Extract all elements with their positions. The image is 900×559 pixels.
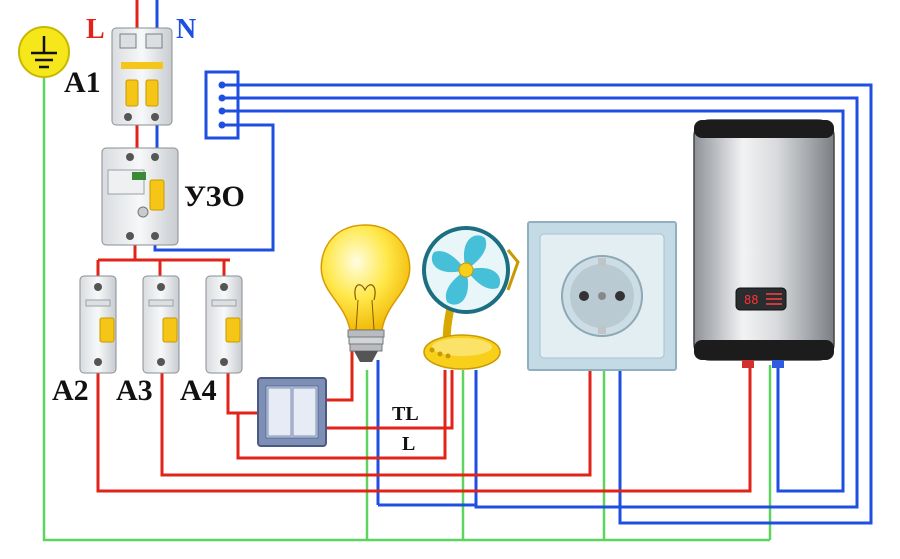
rcd-icon bbox=[101, 147, 179, 246]
wire-tl-label: TL bbox=[392, 403, 419, 425]
neutral-wires bbox=[153, 0, 873, 525]
ground-wires bbox=[42, 78, 772, 542]
breaker-a1 bbox=[111, 27, 173, 126]
breaker-a4-label: A4 bbox=[180, 374, 217, 407]
ground-symbol-icon bbox=[18, 26, 70, 78]
rcd-label: УЗО bbox=[184, 180, 245, 213]
light-switch-icon bbox=[257, 377, 327, 447]
heater-display: 88 bbox=[744, 293, 758, 307]
fan-icon bbox=[422, 226, 520, 370]
breaker-a1-label: A1 bbox=[64, 66, 101, 99]
neutral-label: N bbox=[176, 14, 196, 45]
breaker-a3 bbox=[142, 275, 180, 374]
breaker-a2 bbox=[79, 275, 117, 374]
socket-icon bbox=[527, 221, 677, 371]
phase-wires bbox=[96, 0, 752, 493]
water-heater-icon: 88 bbox=[693, 119, 835, 368]
breaker-a3-label: A3 bbox=[116, 374, 153, 407]
breaker-a4 bbox=[205, 275, 243, 374]
breaker-a2-label: A2 bbox=[52, 374, 89, 407]
wire-l-label: L bbox=[402, 433, 415, 455]
neutral-bus-icon bbox=[204, 70, 240, 140]
bulb-icon bbox=[320, 224, 411, 362]
phase-label: L bbox=[86, 14, 105, 45]
